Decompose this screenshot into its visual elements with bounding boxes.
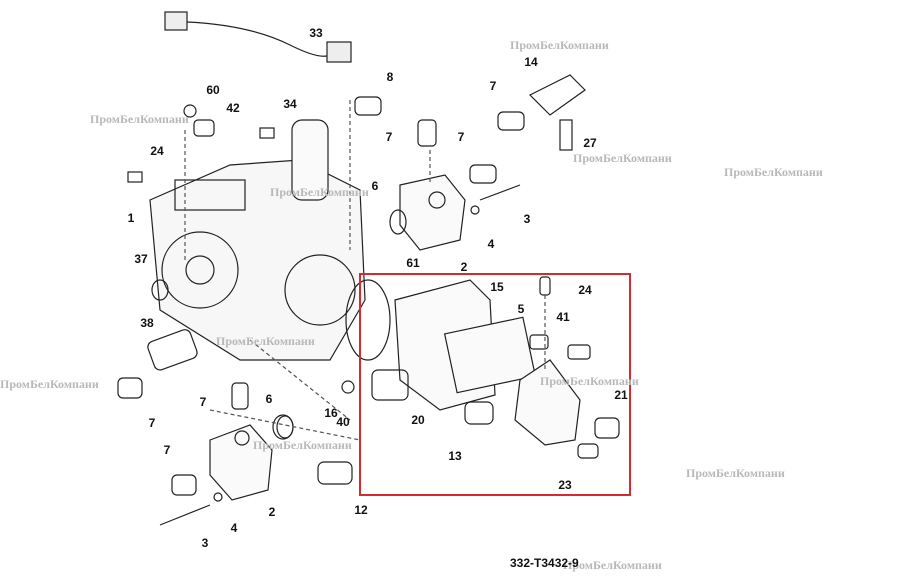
callout-42: 42 <box>226 101 240 115</box>
callout-6: 6 <box>265 392 273 406</box>
callout-38: 38 <box>140 316 154 330</box>
callout-7: 7 <box>199 395 207 409</box>
callout-37: 37 <box>134 252 148 266</box>
highlight-frame <box>359 273 631 496</box>
callout-12: 12 <box>354 503 368 517</box>
watermark-text: ПромБелКомпани <box>724 165 823 179</box>
callout-23: 23 <box>558 478 572 492</box>
main-pump-body <box>149 119 366 361</box>
callout-5: 5 <box>517 302 525 316</box>
callout-7: 7 <box>163 443 171 457</box>
callout-15: 15 <box>490 280 504 294</box>
callout-40: 40 <box>336 415 350 429</box>
callout-13: 13 <box>448 449 462 463</box>
callout-60: 60 <box>206 83 220 97</box>
callout-2: 2 <box>460 260 468 274</box>
callout-7: 7 <box>385 130 393 144</box>
figure-id: 332-T3432-9 <box>510 556 579 570</box>
watermark-text: ПромБелКомпани <box>0 377 99 391</box>
callout-4: 4 <box>230 521 238 535</box>
callout-8: 8 <box>386 70 394 84</box>
callout-27: 27 <box>583 136 597 150</box>
callout-41: 41 <box>556 310 570 324</box>
valve-block-upper <box>389 174 466 251</box>
fittings <box>117 74 586 526</box>
watermark-text: ПромБелКомпани <box>90 112 189 126</box>
callout-20: 20 <box>411 413 425 427</box>
callout-16: 16 <box>324 406 338 420</box>
callout-24: 24 <box>150 144 164 158</box>
callout-61: 61 <box>406 256 420 270</box>
callout-6: 6 <box>371 179 379 193</box>
harness-33 <box>164 11 352 63</box>
callout-3: 3 <box>201 536 209 550</box>
watermark-text: ПромБелКомпани <box>686 466 785 480</box>
watermark-text: ПромБелКомпани <box>216 334 315 348</box>
callout-1: 1 <box>127 211 135 225</box>
valve-block-lower <box>209 414 294 501</box>
callout-14: 14 <box>524 55 538 69</box>
watermark-text: ПромБелКомпани <box>563 558 662 572</box>
aux-pump <box>345 279 620 459</box>
watermark-text: ПромБелКомпани <box>510 38 609 52</box>
callout-7: 7 <box>457 130 465 144</box>
assembly-lines <box>184 100 546 441</box>
callout-7: 7 <box>489 79 497 93</box>
callout-4: 4 <box>487 237 495 251</box>
watermark-text: ПромБелКомпани <box>540 374 639 388</box>
watermark-text: ПромБелКомпани <box>573 151 672 165</box>
watermark-text: ПромБелКомпани <box>270 185 369 199</box>
callout-3: 3 <box>523 212 531 226</box>
callout-21: 21 <box>614 388 628 402</box>
callout-33: 33 <box>309 26 323 40</box>
callout-24: 24 <box>578 283 592 297</box>
callout-34: 34 <box>283 97 297 111</box>
watermark-text: ПромБелКомпани <box>253 438 352 452</box>
callout-2: 2 <box>268 505 276 519</box>
callout-7: 7 <box>148 416 156 430</box>
